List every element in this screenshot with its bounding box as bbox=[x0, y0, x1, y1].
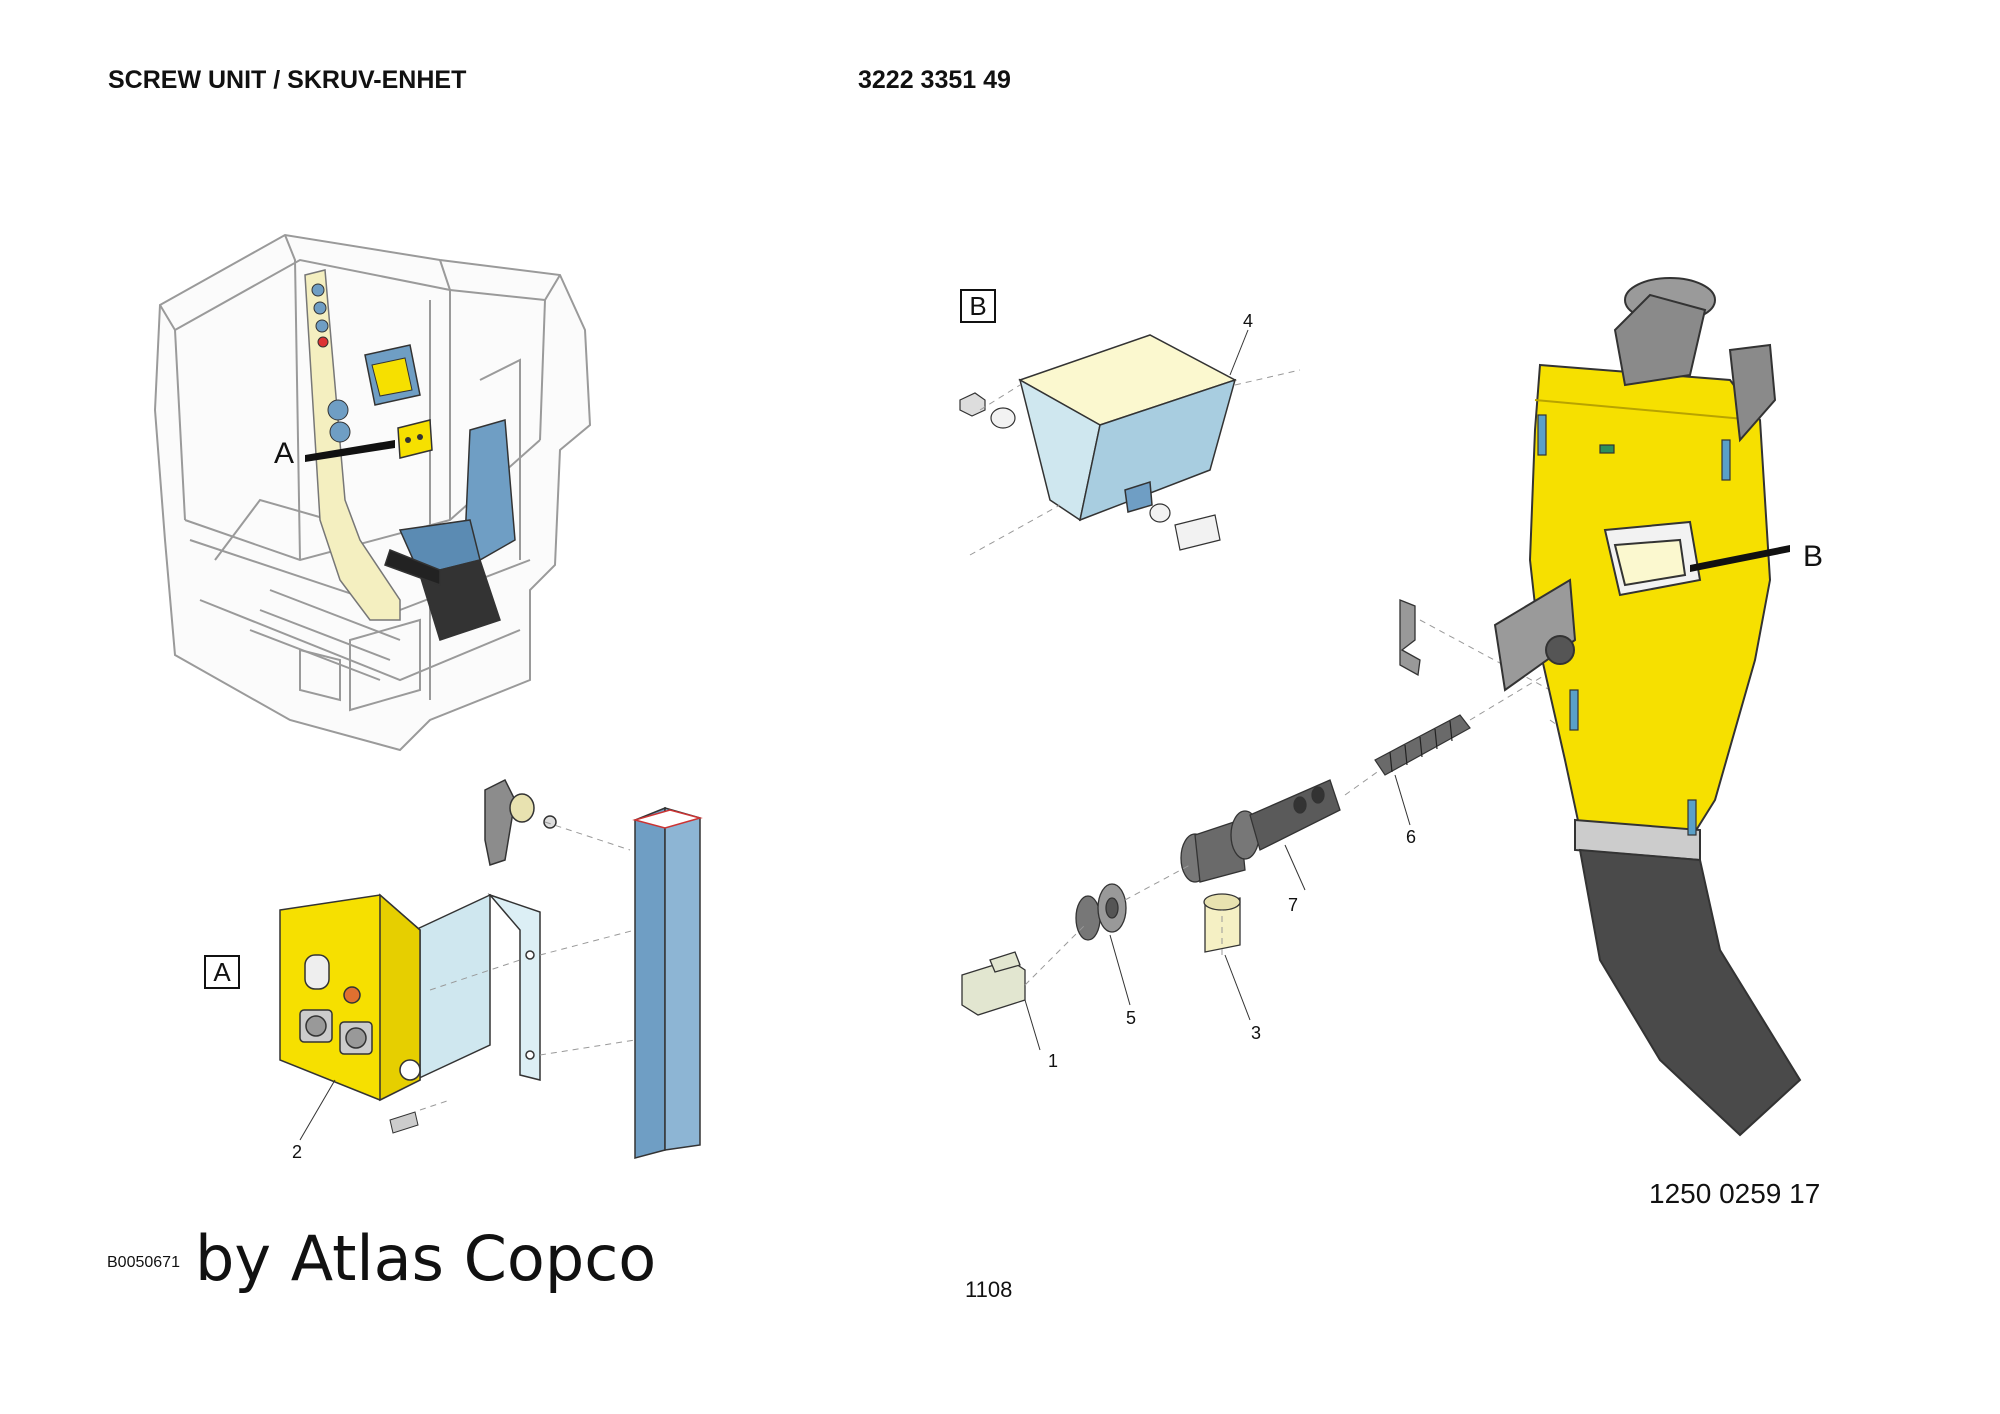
hopper bbox=[1018, 334, 1237, 522]
assembly-lines-b bbox=[969, 369, 1301, 556]
leader-4 bbox=[1229, 329, 1249, 376]
detail-box-a: A bbox=[204, 955, 240, 989]
callout-6: 6 bbox=[1406, 827, 1417, 847]
assembly-lines-a bbox=[419, 821, 636, 1111]
silo-latches bbox=[1537, 414, 1731, 836]
cab-control-box bbox=[397, 419, 433, 459]
mounting-knob bbox=[484, 778, 557, 866]
callout-2: 2 bbox=[292, 1142, 303, 1162]
part-number: 3222 3351 49 bbox=[858, 66, 1011, 94]
leader-a bbox=[305, 440, 395, 462]
feeder-silo bbox=[1493, 277, 1802, 1137]
brand-text: by Atlas Copco bbox=[195, 1222, 657, 1295]
mounting-clip bbox=[1399, 599, 1421, 677]
detail-box-b: B bbox=[960, 289, 996, 323]
callout-leaders bbox=[1024, 774, 1411, 1051]
hopper-fasteners bbox=[959, 392, 1221, 551]
callout-5: 5 bbox=[1126, 1008, 1137, 1028]
screw bbox=[389, 1111, 419, 1134]
callout-4: 4 bbox=[1243, 311, 1254, 331]
callout-1: 1 bbox=[1048, 1051, 1059, 1071]
part-7-shaft bbox=[1180, 779, 1341, 883]
part-6-screw-auger bbox=[1374, 714, 1471, 776]
cab-seat bbox=[384, 419, 516, 641]
cab-monitor bbox=[364, 344, 421, 406]
leader-b bbox=[1690, 545, 1790, 572]
leader-2 bbox=[299, 1079, 336, 1141]
part-1-cap bbox=[961, 951, 1026, 1016]
image-reference: B0050671 bbox=[107, 1254, 180, 1271]
label-b: B bbox=[1803, 540, 1824, 573]
part-5-flange bbox=[1075, 883, 1127, 941]
page-title: SCREW UNIT / SKRUV-ENHET bbox=[108, 66, 467, 94]
control-box bbox=[279, 893, 421, 1102]
column-post bbox=[632, 806, 703, 1159]
callout-7: 7 bbox=[1288, 895, 1299, 915]
page-number: 1108 bbox=[965, 1277, 1013, 1302]
mounting-bracket bbox=[414, 893, 541, 1082]
callout-3: 3 bbox=[1251, 1023, 1262, 1043]
cab-illustration bbox=[153, 233, 592, 752]
cab-pillar bbox=[304, 269, 401, 621]
pillar-gauges bbox=[311, 283, 351, 443]
label-a: A bbox=[274, 437, 295, 470]
drawing-number: 1250 0259 17 bbox=[1649, 1178, 1821, 1209]
